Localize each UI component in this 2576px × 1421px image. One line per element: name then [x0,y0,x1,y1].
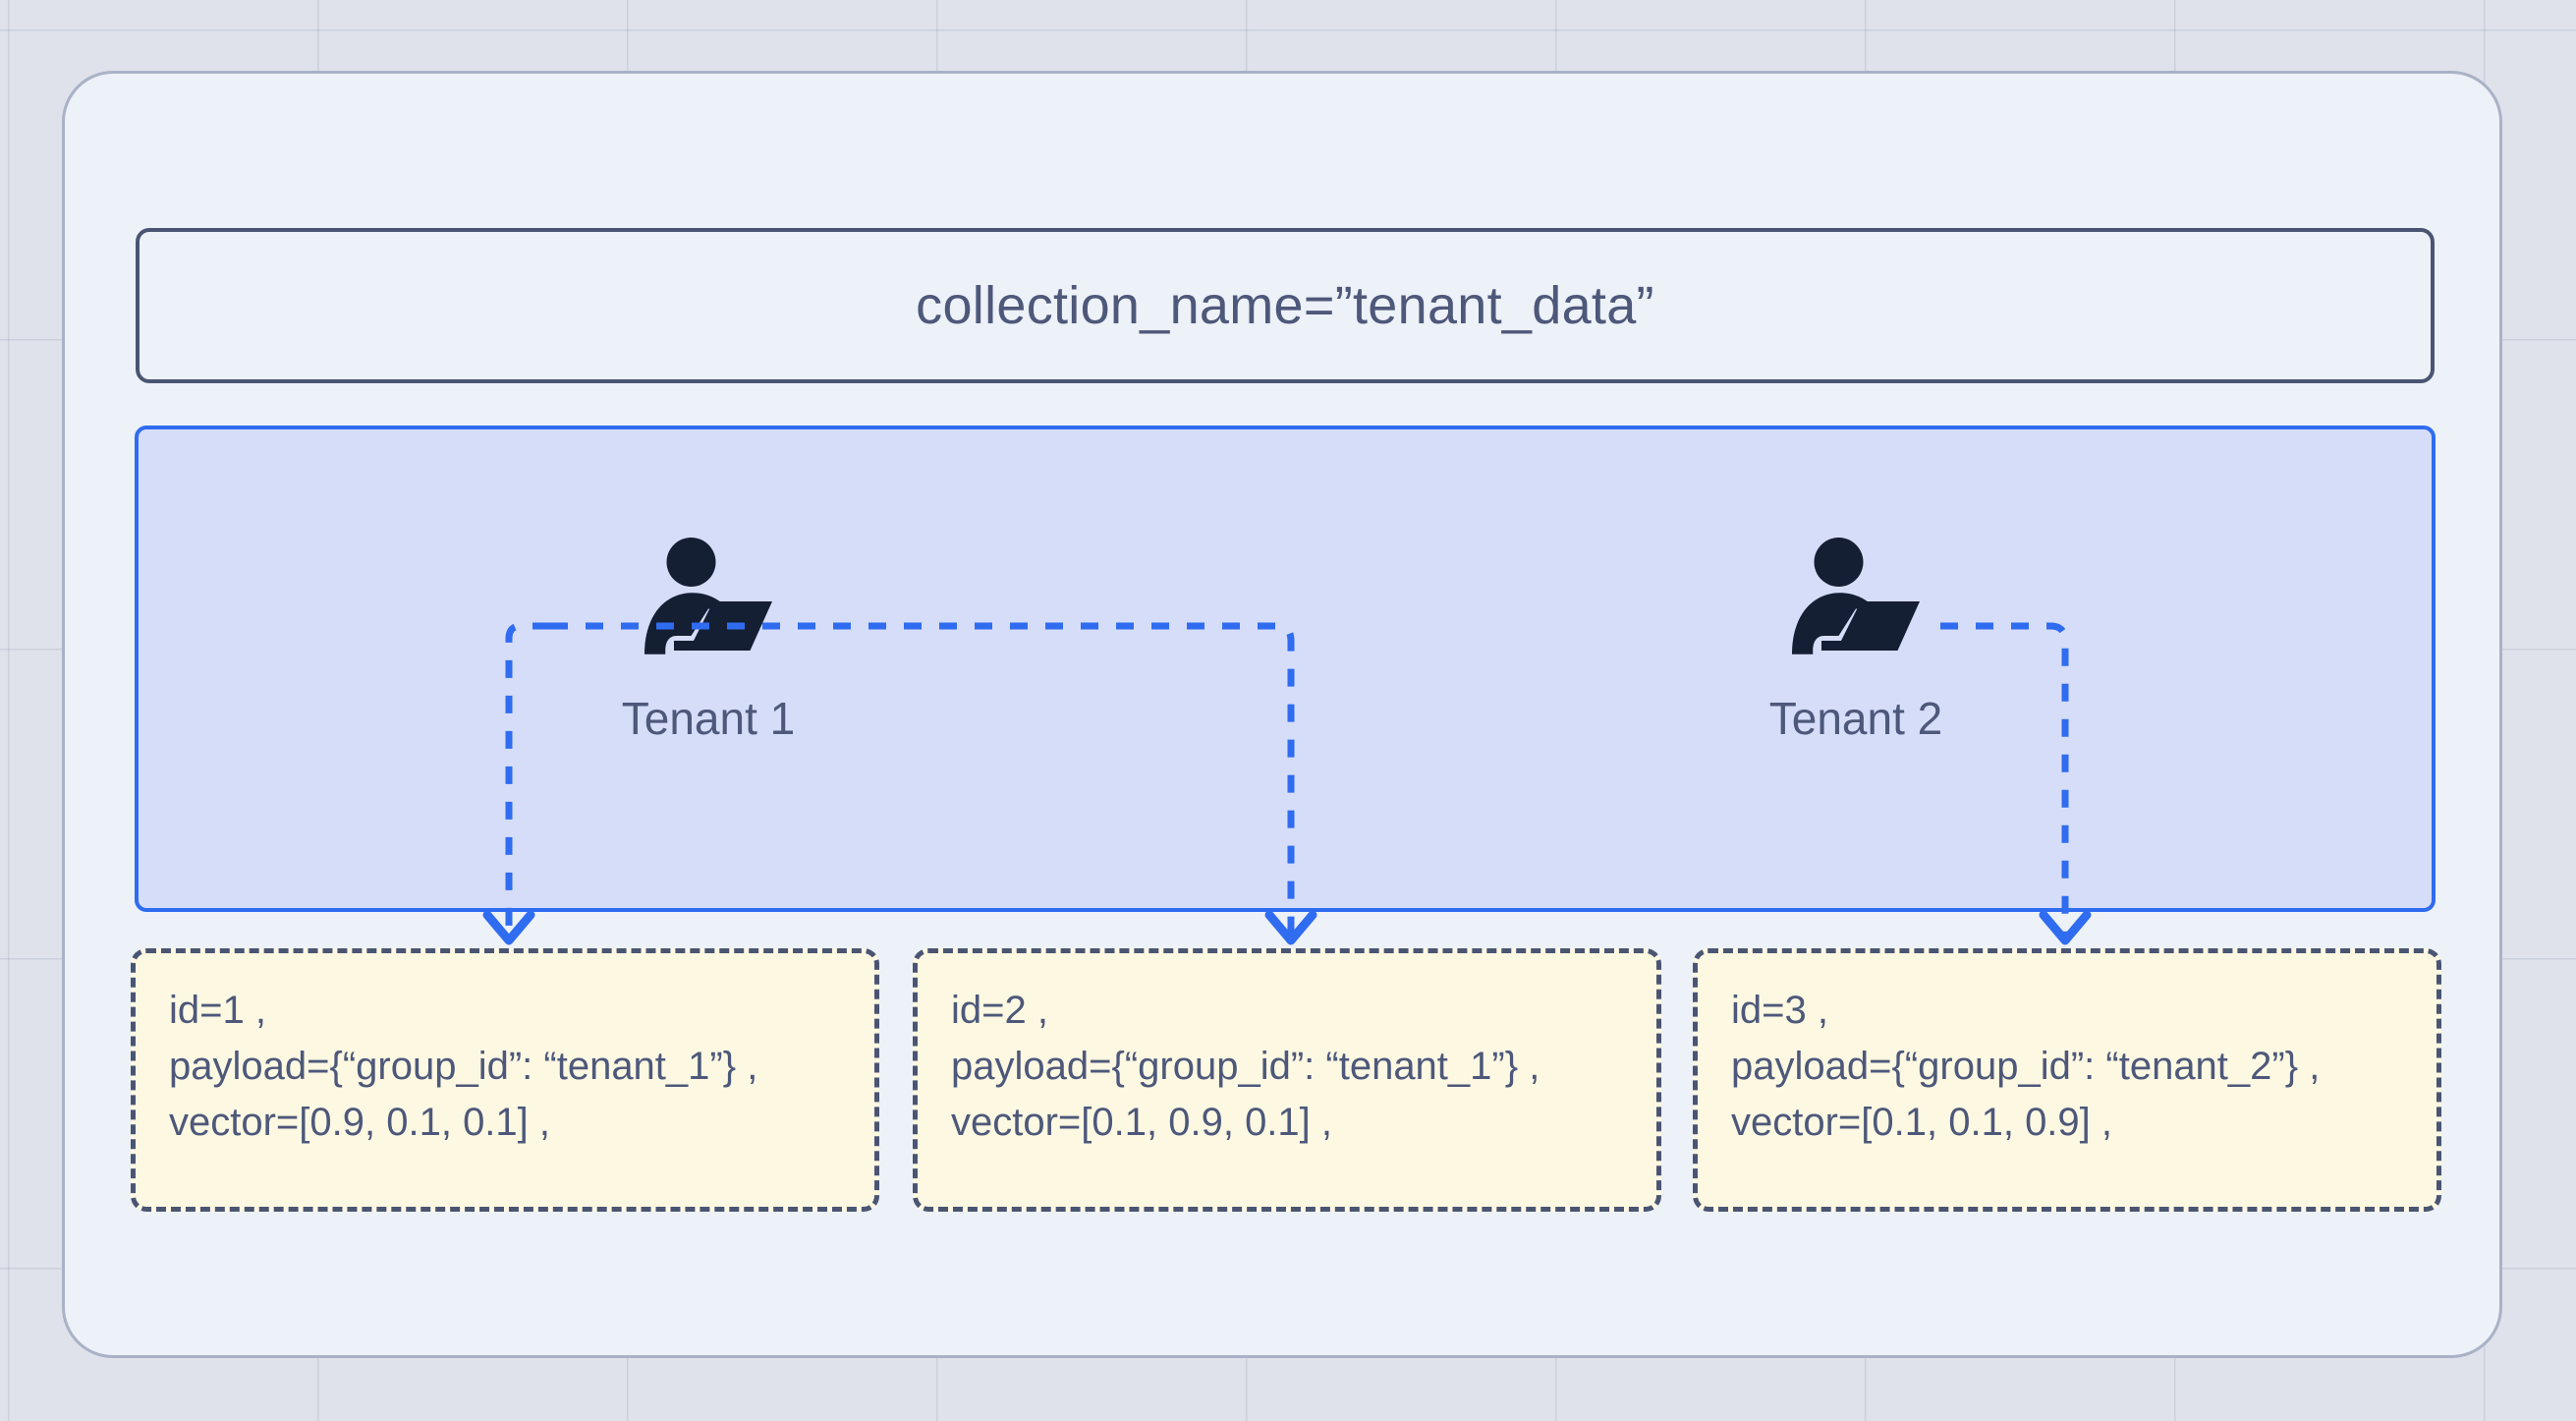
tenant-2: Tenant 2 [1689,538,2023,745]
record-1-vector: vector=[0.9, 0.1, 0.1] , [169,1100,551,1144]
record-3-vector: vector=[0.1, 0.1, 0.9] , [1731,1100,2113,1144]
record-1-id: id=1 , [169,989,266,1032]
tenant-1-label: Tenant 1 [621,693,796,744]
record-box-3: id=3 , payload={“group_id”: “tenant_2”} … [1693,948,2441,1212]
record-3-payload: payload={“group_id”: “tenant_2”} , [1731,1044,2321,1088]
record-2-vector: vector=[0.1, 0.9, 0.1] , [951,1100,1333,1144]
tenants-panel: Tenant 1 Tenant 2 [135,426,2436,912]
collection-name-box: collection_name=”tenant_data” [136,228,2435,383]
record-box-2: id=2 , payload={“group_id”: “tenant_1”} … [913,948,1661,1212]
person-at-laptop-icon [1792,538,1920,654]
record-3-id: id=3 , [1731,989,1828,1032]
record-2-id: id=2 , [951,989,1048,1032]
person-at-laptop-icon [644,538,772,654]
record-1-payload: payload={“group_id”: “tenant_1”} , [169,1044,758,1088]
tenant-1: Tenant 1 [541,538,875,745]
collection-name-label: collection_name=”tenant_data” [916,276,1654,335]
record-2-payload: payload={“group_id”: “tenant_1”} , [951,1044,1540,1088]
record-box-1: id=1 , payload={“group_id”: “tenant_1”} … [131,948,879,1212]
tenant-2-label: Tenant 2 [1768,693,1943,744]
